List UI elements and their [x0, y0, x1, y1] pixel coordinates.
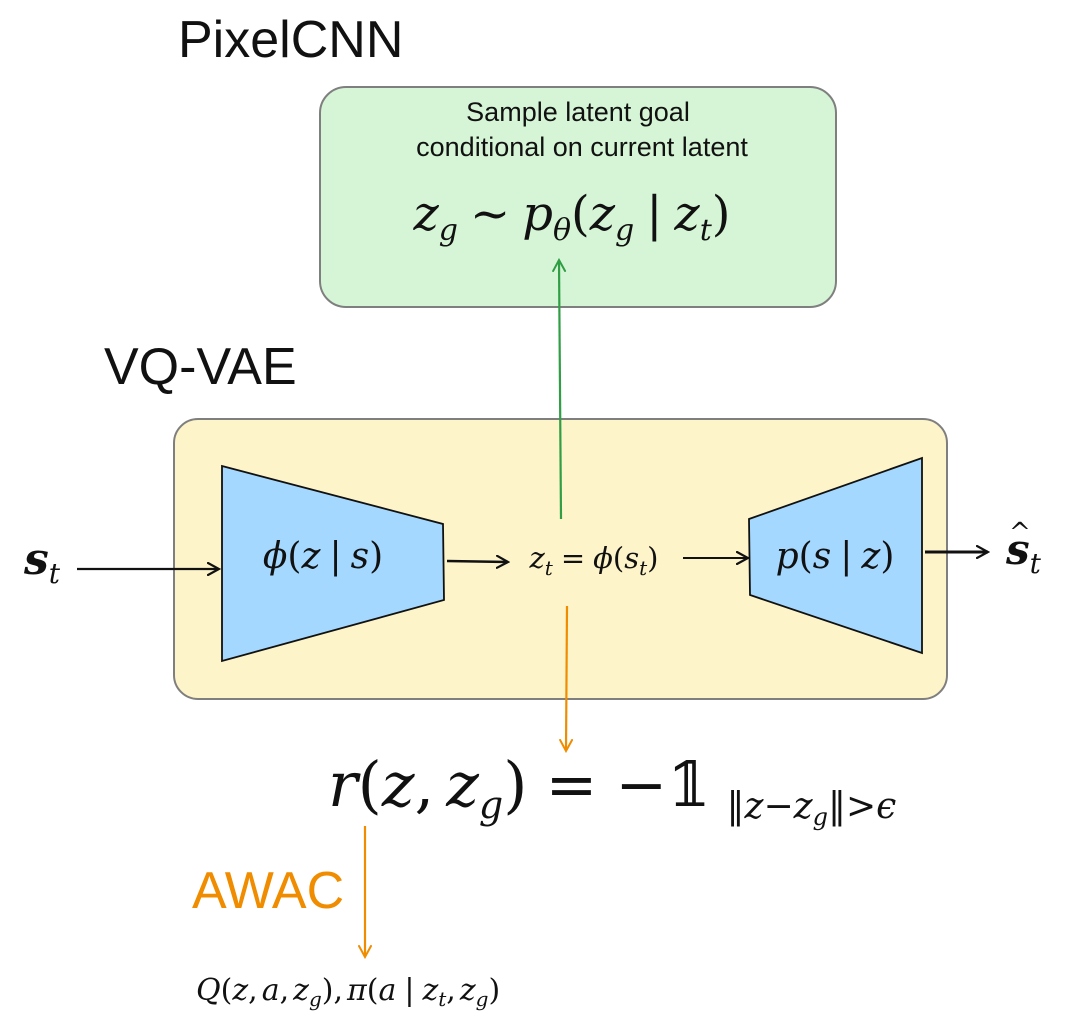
latent-to-reward-arrow — [566, 605, 567, 751]
encoder-to-latent-arrow — [446, 561, 508, 562]
input-state-label: st — [23, 534, 61, 590]
vqvae-title: VQ-VAE — [104, 338, 297, 396]
pixelcnn-title: PixelCNN — [178, 11, 403, 69]
pixelcnn-caption-line2: conditional on current latent — [416, 132, 748, 162]
reward-formula: r(z,zg)=−𝟙‖z−zg‖>ϵ — [328, 748, 896, 831]
latent-label: zt=ϕ(st) — [528, 541, 658, 580]
pixelcnn-box — [319, 86, 837, 308]
decoder-trapezoid — [748, 456, 923, 655]
awac-title: AWAC — [192, 862, 344, 920]
output-hat-accent: ^ — [1009, 518, 1031, 548]
awac-outputs-formula: Q(z,a,zg),π(a|zt,zg) — [196, 973, 500, 1011]
pixelcnn-caption-line1: Sample latent goal — [466, 97, 690, 127]
decoder-label: p(s|z) — [776, 536, 895, 577]
latent-to-pixelcnn-arrow — [559, 260, 561, 520]
encoder-label: ϕ(z|s) — [263, 536, 383, 577]
output-state-label: st — [1005, 525, 1042, 580]
encoder-trapezoid — [221, 464, 445, 663]
sampling-formula: zg~pθ(zg|zt) — [412, 186, 730, 248]
